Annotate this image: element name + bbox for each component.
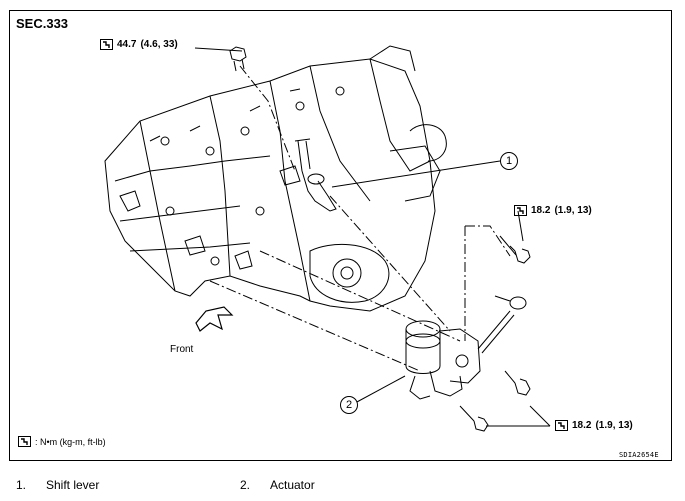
caption-label: Actuator	[270, 478, 315, 492]
torque-wrench-icon	[555, 420, 568, 431]
unit-legend: : N•m (kg-m, ft-lb)	[18, 436, 106, 447]
torque-value: 44.7	[117, 39, 137, 50]
caption-number: 2.	[240, 478, 251, 492]
torque-label-top: 44.7 (4.6, 33)	[100, 39, 178, 50]
section-title: SEC.333	[16, 16, 69, 31]
callout-shift-lever: 1	[500, 152, 518, 170]
torque-value: 18.2	[531, 205, 551, 216]
torque-value: 18.2	[572, 420, 592, 431]
figure-code: SDIA2654E	[619, 451, 659, 459]
torque-label-right-upper: 18.2 (1.9, 13)	[514, 205, 592, 216]
caption-item: 2. Actuator	[240, 478, 315, 492]
torque-wrench-icon	[18, 436, 31, 447]
torque-alt-units: (1.9, 13)	[554, 205, 592, 216]
front-label: Front	[170, 344, 194, 355]
torque-wrench-icon	[100, 39, 113, 50]
transfer-case-outline	[104, 58, 436, 312]
shift-lever-shape	[301, 170, 337, 212]
caption-item: 1. Shift lever	[16, 478, 99, 492]
torque-wrench-icon	[514, 205, 527, 216]
front-arrow-icon	[195, 306, 234, 332]
diagram-frame: SEC.333	[9, 10, 672, 461]
torque-label-right-lower: 18.2 (1.9, 13)	[555, 420, 633, 431]
callout-actuator: 2	[340, 396, 358, 414]
torque-alt-units: (1.9, 13)	[595, 420, 633, 431]
caption-label: Shift lever	[46, 478, 100, 492]
caption-number: 1.	[16, 478, 27, 492]
actuator-shape	[405, 310, 515, 400]
torque-alt-units: (4.6, 33)	[140, 39, 178, 50]
transfer-case-drawing	[104, 45, 551, 432]
unit-legend-text: : N•m (kg-m, ft-lb)	[35, 436, 106, 447]
